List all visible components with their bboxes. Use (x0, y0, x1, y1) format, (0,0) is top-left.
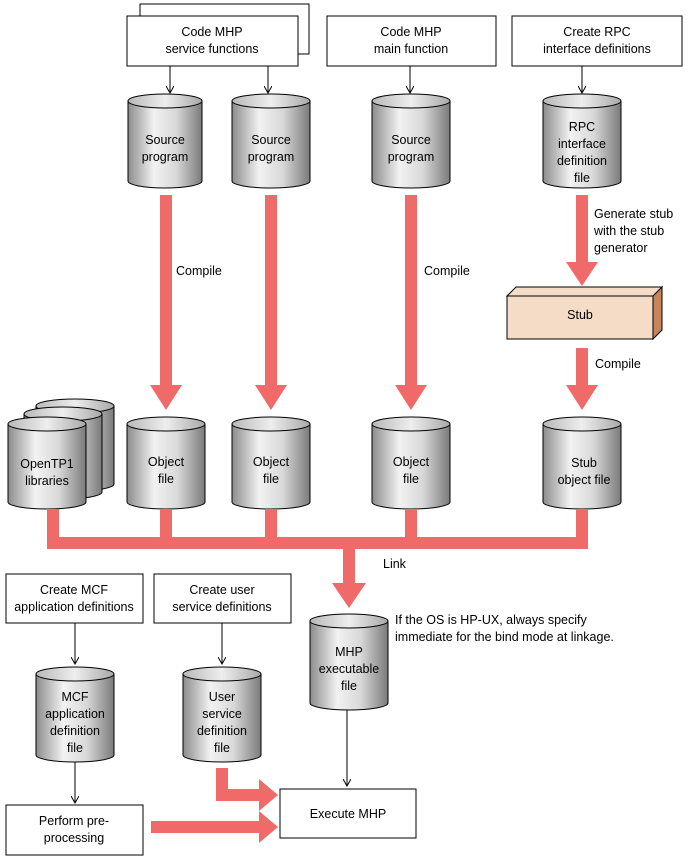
object2-line2: file (263, 472, 279, 486)
code-main-box: Code MHP main function (326, 15, 497, 67)
code-main-line1: Code MHP (380, 25, 441, 39)
user-file-line2: service (202, 707, 242, 721)
link-arrow (332, 549, 366, 608)
stub-label: Stub (567, 308, 593, 322)
opentp1-line2: libraries (25, 474, 69, 488)
create-rpc-box: Create RPC interface definitions (511, 15, 683, 67)
hpux-note-line1: If the OS is HP-UX, always specify (395, 613, 587, 627)
pre-processing-line1: Perform pre- (39, 814, 109, 828)
mcf-file-line4: file (67, 741, 83, 755)
execute-input-arrows (151, 768, 278, 843)
link-stem-object2 (265, 509, 277, 537)
rpc-file-line2: interface (558, 137, 606, 151)
compile-arrow-2 (255, 195, 287, 410)
compile-arrows (150, 195, 598, 410)
compile-label-1: Compile (176, 264, 222, 278)
user-file-line4: file (214, 741, 230, 755)
source3-line2: program (388, 150, 435, 164)
create-rpc-line2: interface definitions (543, 42, 651, 56)
link-label: Link (383, 557, 407, 571)
compile-stub-arrow (566, 348, 598, 410)
stub-object-file-cylinder: Stub object file (542, 416, 622, 510)
object-file-cylinder-2: Object file (231, 416, 311, 510)
stub-object-line1: Stub (571, 456, 597, 470)
object3-line1: Object (393, 455, 430, 469)
link-connector (47, 509, 588, 608)
source-program-cylinder-3: Source program (371, 93, 451, 189)
compile-arrow-3 (395, 195, 427, 410)
object-file-cylinder-1: Object file (126, 416, 206, 510)
preprocess-to-execute-arrow (151, 811, 278, 843)
create-user-line2: service definitions (172, 600, 271, 614)
pre-processing-box: Perform pre- processing (5, 804, 144, 856)
create-mcf-line2: application definitions (14, 600, 134, 614)
opentp1-libraries-cylinder: OpenTP1 libraries (7, 398, 115, 510)
mhp-exec-line1: MHP (335, 645, 363, 659)
rpc-file-line3: definition (557, 154, 607, 168)
execute-mhp-label: Execute MHP (310, 807, 386, 821)
compile-label-3: Compile (595, 357, 641, 371)
hpux-note-line2-rest: for the bind mode at linkage. (453, 630, 614, 644)
source2-line2: program (248, 150, 295, 164)
create-rpc-line1: Create RPC (563, 25, 630, 39)
mcf-file-line3: definition (50, 724, 100, 738)
pre-processing-line2: processing (44, 831, 104, 845)
generate-stub-label-2: with the stub (593, 224, 664, 238)
source1-line1: Source (145, 133, 185, 147)
user-definition-file-cylinder: User service definition file (182, 666, 262, 763)
source-program-cylinder-2: Source program (231, 93, 311, 189)
code-service-box: Code MHP service functions (126, 3, 310, 67)
code-main-line2: main function (374, 42, 448, 56)
immediate-keyword: immediate (395, 630, 453, 644)
mhp-executable-file-cylinder: MHP executable file (309, 613, 389, 711)
user-file-to-execute-arrow (216, 768, 278, 811)
source2-line1: Source (251, 133, 291, 147)
link-stem-object1 (160, 509, 172, 537)
hpux-note-line2: immediate for the bind mode at linkage. (395, 630, 614, 644)
create-mcf-box: Create MCF application definitions (5, 573, 144, 624)
rpc-file-line4: file (574, 171, 590, 185)
link-stem-stub-object (576, 509, 588, 537)
compile-label-2: Compile (424, 264, 470, 278)
generate-stub-arrow (566, 195, 598, 286)
mcf-file-line2: application (45, 707, 105, 721)
link-bar (47, 537, 588, 549)
rpc-definition-file-cylinder: RPC interface definition file (542, 93, 622, 189)
mcf-file-line1: MCF (61, 690, 88, 704)
source-program-cylinder-1: Source program (127, 93, 203, 189)
object2-line1: Object (253, 455, 290, 469)
generate-stub-label-3: generator (594, 241, 648, 255)
user-file-line3: definition (197, 724, 247, 738)
opentp1-line1: OpenTP1 (20, 457, 74, 471)
generate-stub-label-1: Generate stub (594, 207, 673, 221)
create-mcf-line1: Create MCF (40, 583, 108, 597)
source3-line1: Source (391, 133, 431, 147)
mhp-exec-line3: file (341, 679, 357, 693)
source1-line2: program (142, 150, 189, 164)
execute-mhp-box: Execute MHP (279, 788, 417, 839)
user-file-line1: User (209, 690, 235, 704)
create-user-box: Create user service definitions (153, 573, 292, 624)
compile-arrow-1 (150, 195, 182, 410)
create-user-line1: Create user (189, 583, 254, 597)
code-service-line1: Code MHP (181, 25, 242, 39)
link-stem-opentp1 (47, 509, 59, 537)
rpc-file-line1: RPC (569, 120, 595, 134)
object1-line1: Object (148, 455, 185, 469)
object3-line2: file (403, 472, 419, 486)
stub-box: Stub (505, 285, 664, 341)
link-stem-object3 (405, 509, 417, 537)
object-file-cylinder-3: Object file (371, 416, 451, 510)
code-service-line2: service functions (165, 42, 258, 56)
mhp-exec-line2: executable (319, 662, 380, 676)
object1-line2: file (158, 472, 174, 486)
stub-object-line2: object file (558, 473, 611, 487)
mcf-definition-file-cylinder: MCF application definition file (35, 666, 115, 763)
